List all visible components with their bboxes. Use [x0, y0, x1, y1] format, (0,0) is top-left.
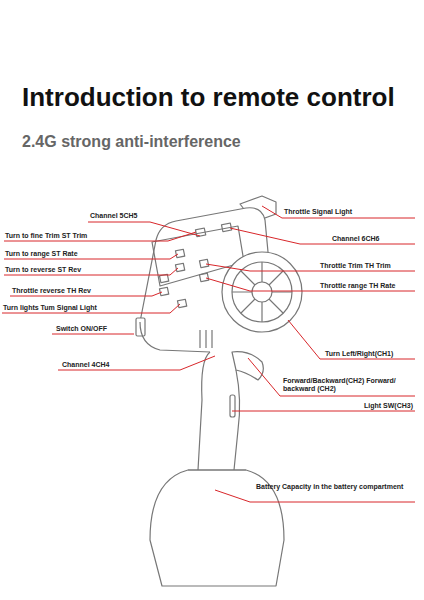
callout-label: Channel 6CH6	[332, 235, 379, 243]
callout-label: Turn Left/Right(CH1)	[325, 350, 393, 358]
callout-label: Throttle range TH Rate	[320, 282, 395, 290]
callout-label: Throttle Signal Light	[284, 208, 352, 216]
callout-label: Channel 4CH4	[62, 361, 109, 369]
callout-label: Turn to reverse ST Rev	[5, 266, 81, 274]
callout-label: Turn lights Tum Signal Light	[3, 304, 97, 312]
callout-label: Light SW(CH3)	[364, 402, 413, 410]
callout-label: Turn to fine Trim ST Trim	[5, 232, 87, 240]
callout-label: Turn to range ST Rate	[5, 250, 78, 258]
callout-label: Forward/Backward(CH2) Forward/ backward …	[283, 377, 415, 393]
diagram-subtitle: 2.4G strong anti-interference	[22, 133, 241, 151]
callout-label: Battery Capacity in the battery compartm…	[256, 483, 416, 491]
callout-label: Channel 5CH5	[90, 212, 137, 220]
callout-label: Throttle reverse TH Rev	[12, 287, 91, 295]
callout-label: Switch ON/OFF	[56, 325, 107, 333]
diagram-title: Introduction to remote control	[22, 82, 395, 113]
callout-label: Throttle Trim TH Trim	[320, 262, 391, 270]
